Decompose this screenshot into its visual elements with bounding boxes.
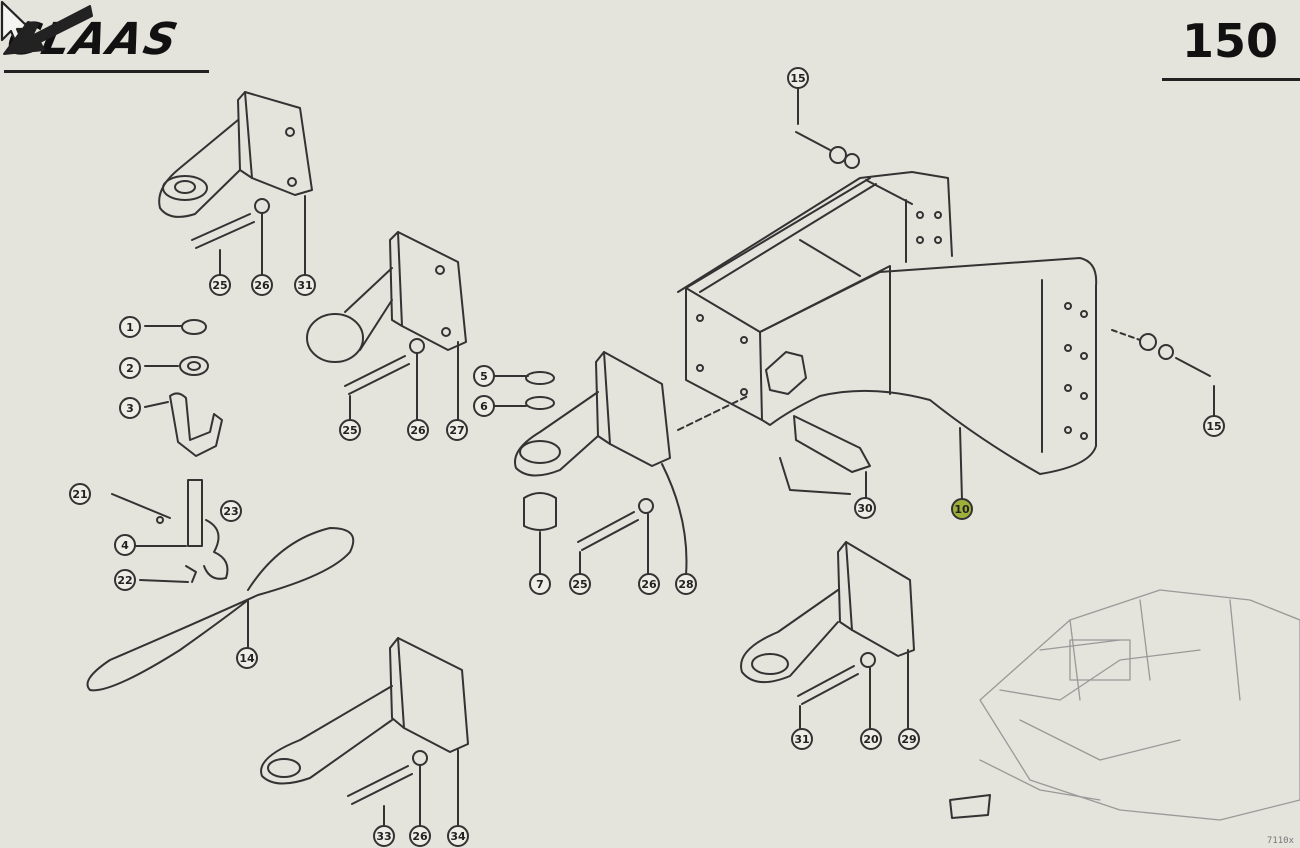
callout-31[interactable]: 31: [791, 728, 813, 750]
callout-26[interactable]: 26: [638, 573, 660, 595]
callout-25[interactable]: 25: [339, 419, 361, 441]
callout-21[interactable]: 21: [69, 483, 91, 505]
callout-15[interactable]: 15: [787, 67, 809, 89]
drawing-reference: 7110x: [1266, 836, 1294, 846]
callout-26[interactable]: 26: [407, 419, 429, 441]
rings: [493, 371, 555, 410]
lower-clevis-part: [740, 541, 915, 729]
center-clevis-part: [514, 351, 688, 576]
callout-2[interactable]: 2: [119, 357, 141, 379]
callout-5[interactable]: 5: [473, 365, 495, 387]
callout-7[interactable]: 7: [529, 573, 551, 595]
main-drawbar-frame: [677, 171, 1098, 501]
callout-28[interactable]: 28: [675, 573, 697, 595]
page-number: 150: [1181, 14, 1278, 68]
arrow-down-left-icon[interactable]: [0, 0, 96, 60]
header-rule-right: [1162, 78, 1300, 81]
callout-34[interactable]: 34: [447, 825, 469, 847]
callout-20[interactable]: 20: [860, 728, 882, 750]
eye-coupling-part: [158, 91, 313, 281]
ball-coupling-part: [306, 231, 467, 421]
safety-cable: [86, 527, 355, 692]
callout-3[interactable]: 3: [119, 397, 141, 419]
callout-29[interactable]: 29: [898, 728, 920, 750]
top-bolt-set: [795, 87, 1215, 417]
callout-23[interactable]: 23: [220, 500, 242, 522]
callout-25[interactable]: 25: [569, 573, 591, 595]
callout-1[interactable]: 1: [119, 316, 141, 338]
callout-26[interactable]: 26: [251, 274, 273, 296]
callout-4[interactable]: 4: [114, 534, 136, 556]
callout-26[interactable]: 26: [409, 825, 431, 847]
small-parts: [111, 319, 229, 583]
callout-6[interactable]: 6: [473, 395, 495, 417]
tractor-reference-sketch: [949, 589, 1300, 821]
header-rule-left: [4, 70, 209, 73]
callout-33[interactable]: 33: [373, 825, 395, 847]
callout-10-highlighted[interactable]: 10: [951, 498, 973, 520]
bottom-clevis-part: [260, 637, 469, 827]
callout-30[interactable]: 30: [854, 497, 876, 519]
callout-25[interactable]: 25: [209, 274, 231, 296]
callout-22[interactable]: 22: [114, 569, 136, 591]
callout-14[interactable]: 14: [236, 647, 258, 669]
callout-27[interactable]: 27: [446, 419, 468, 441]
callout-31[interactable]: 31: [294, 274, 316, 296]
callout-15[interactable]: 15: [1203, 415, 1225, 437]
